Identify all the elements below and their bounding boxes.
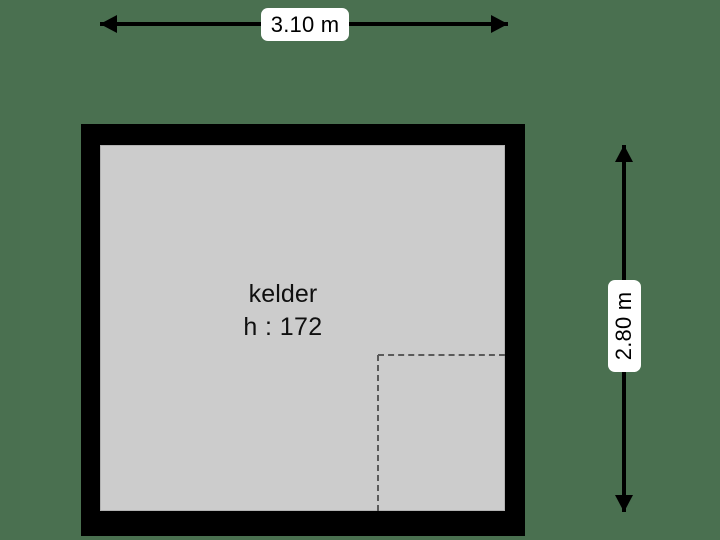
vertical-dimension-value: 2.80 m [611,291,637,361]
partition-dashed-horizontal [378,354,505,356]
partition-dashed-vertical [377,355,379,511]
horizontal-dimension-arrow-left-icon [100,15,117,33]
horizontal-dimension-label: 3.10 m [261,8,349,41]
room-floor-area [100,145,505,511]
vertical-dimension-arrow-up-icon [615,145,633,162]
vertical-dimension-label: 2.80 m [608,280,641,372]
horizontal-dimension-arrow-right-icon [491,15,508,33]
horizontal-dimension-value: 3.10 m [270,11,340,37]
vertical-dimension-arrow-down-icon [615,495,633,512]
